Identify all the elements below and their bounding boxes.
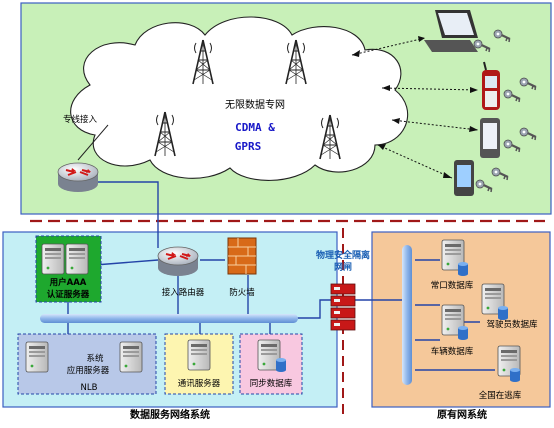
cloud-protocol-line1: CDMA & — [235, 121, 275, 134]
comm-server-label: 通讯服务器 — [178, 378, 221, 389]
driver-db-label: 驾驶员数据库 — [486, 319, 538, 330]
port-db-label: 常口数据库 — [431, 280, 474, 291]
router-icon — [57, 162, 99, 193]
access-router-label: 接入路由器 — [162, 287, 205, 298]
aaa-server-label-line1: 用户AAA — [49, 277, 87, 288]
server-icon — [65, 243, 89, 275]
database-icon — [510, 368, 520, 382]
existing-network-bus — [402, 245, 412, 385]
database-icon — [458, 262, 468, 276]
laptop-icon — [424, 10, 478, 52]
database-icon — [458, 326, 468, 340]
server-icon — [25, 341, 49, 373]
cloud-protocol-line2: GPRS — [235, 140, 262, 153]
vehicle-db-label: 车辆数据库 — [431, 346, 474, 357]
wireless-links — [351, 37, 479, 179]
app-server-label-line2: 应用服务器 — [67, 365, 110, 376]
gateway-label-line2: 网闸 — [334, 261, 352, 273]
aaa-server-label-line2: 认证服务器 — [47, 289, 90, 300]
firewall-icon — [227, 237, 257, 275]
wireless-cloud — [70, 16, 409, 181]
app-server-label-line1: 系统 — [86, 353, 104, 364]
fugitive-db-label: 全国在逃库 — [479, 390, 522, 401]
mobile-phone-icon — [482, 61, 500, 110]
arrow-heads — [352, 36, 478, 178]
server-icon — [41, 243, 65, 275]
cloud-title: 无限数据专网 — [225, 98, 285, 111]
sync-db-label: 同步数据库 — [250, 378, 293, 389]
database-icon — [498, 306, 508, 320]
lan-bus — [40, 314, 298, 323]
leased-line-label: 专线接入 — [63, 114, 98, 125]
nlb-label: NLB — [81, 383, 98, 393]
existing-network-caption: 原有网系统 — [437, 408, 487, 421]
smartphone-icon — [454, 160, 474, 196]
access-router-icon — [157, 246, 199, 277]
server-icon — [119, 341, 143, 373]
security-gateway-icon — [330, 283, 356, 331]
pda-device-icon — [480, 118, 500, 158]
database-icon — [276, 358, 286, 372]
gateway-label-line1: 物理安全隔离 — [316, 249, 370, 261]
firewall-label: 防火墙 — [229, 287, 255, 298]
data-service-caption: 数据服务网络系统 — [130, 408, 210, 421]
server-icon — [187, 339, 211, 371]
link-cables — [67, 181, 495, 371]
